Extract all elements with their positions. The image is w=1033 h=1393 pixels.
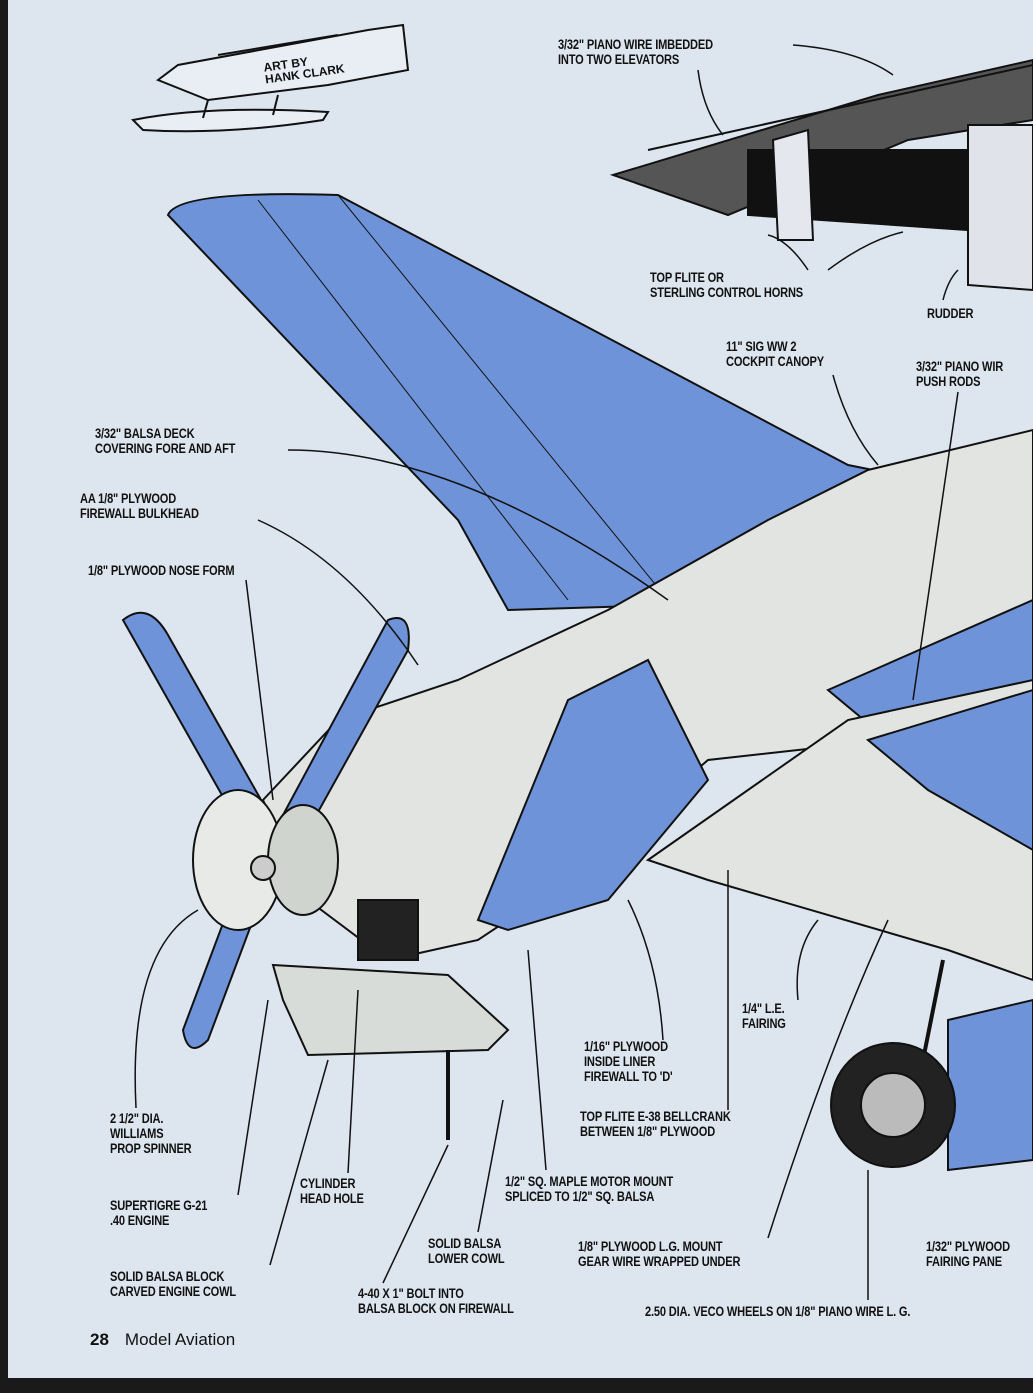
label-rudder: RUDDER [927,306,974,321]
publication-name: Model Aviation [124,1330,236,1349]
leader-lines [134,44,959,1300]
label-nose-form: 1/8" PLYWOOD NOSE FORM [88,563,235,578]
landing-gear-wheel [830,959,956,1168]
label-le-fairing: 1/4" L.E.FAIRING [742,1001,786,1031]
page-footer: 28 Model Aviation [90,1330,235,1350]
floatplane-sketch [130,23,410,133]
lower-cowl [271,963,510,1057]
cutaway-illustration [121,23,1033,1300]
label-engine: SUPERTIGRE G-21.40 ENGINE [110,1198,208,1228]
propeller [121,611,410,1049]
tail-assembly [609,58,1033,292]
label-wheels: 2.50 DIA. VECO WHEELS ON 1/8" PIANO WIRE… [645,1304,911,1319]
page-number: 28 [90,1330,109,1349]
